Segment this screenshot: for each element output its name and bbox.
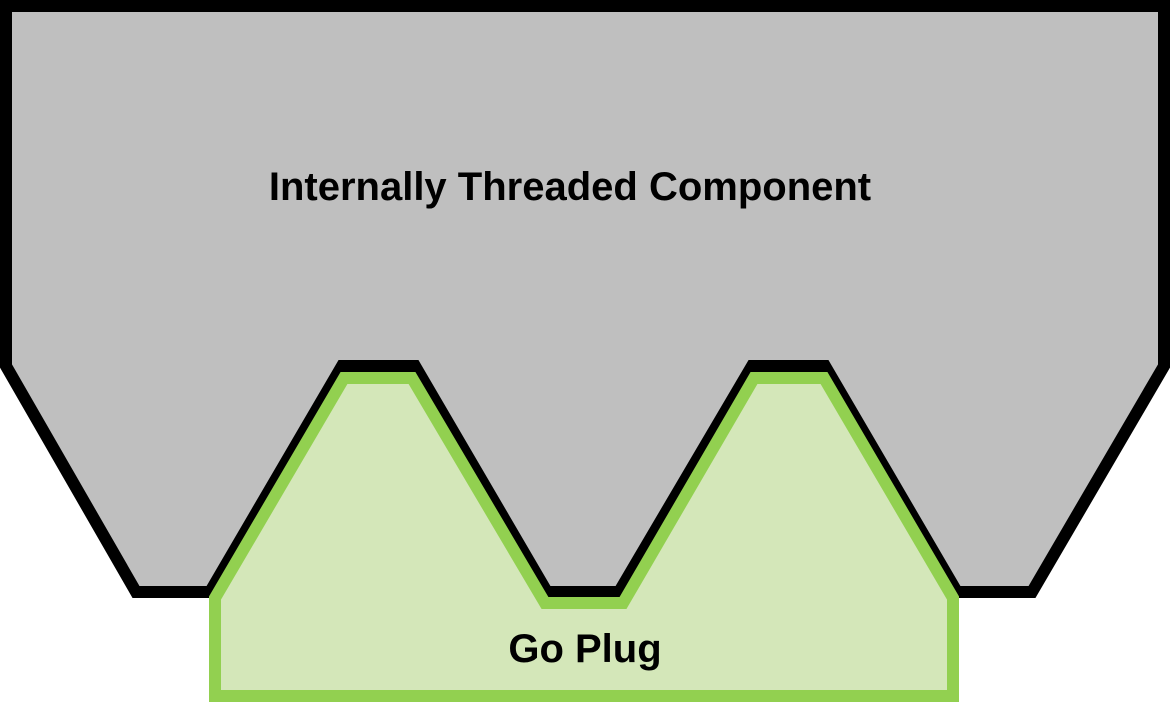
component-label: Internally Threaded Component <box>269 165 871 209</box>
go-plug-label: Go Plug <box>508 627 661 671</box>
go-plug-shape <box>209 372 959 702</box>
internally-threaded-component-shape <box>0 0 1170 598</box>
